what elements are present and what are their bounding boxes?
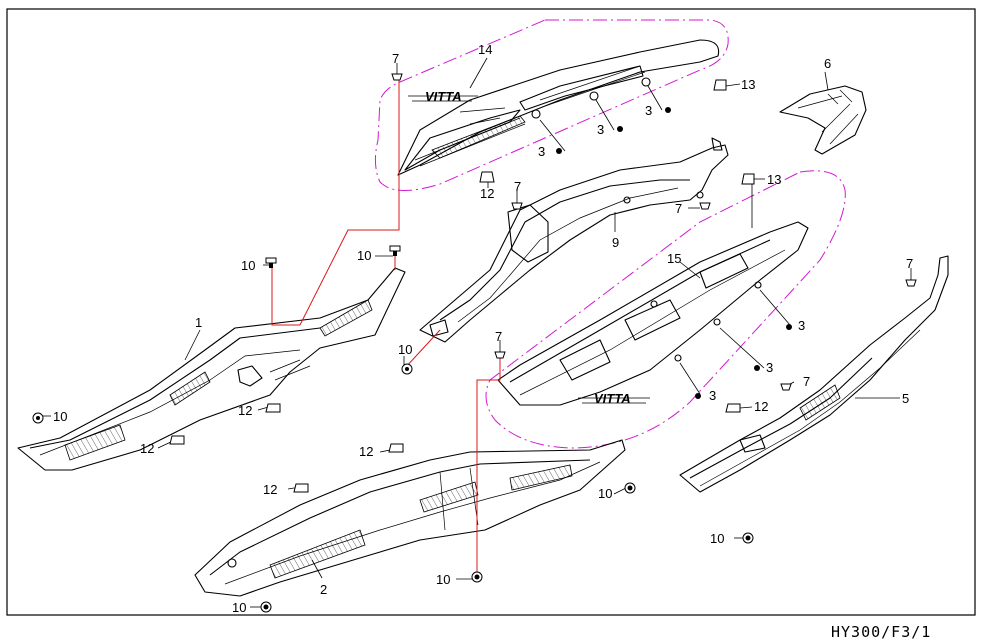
screw-10-icon: [260, 601, 272, 613]
svg-text:VITTA: VITTA: [425, 89, 462, 104]
part-2-side-cover-right: [194, 439, 626, 597]
clip-12-icon: [169, 435, 185, 445]
assembly-lines: [271, 78, 501, 572]
label-part-3: 3: [538, 144, 545, 159]
screw-10-icon: [742, 532, 754, 544]
label-part-13: 13: [767, 172, 781, 187]
label-part-2: 2: [320, 582, 327, 597]
clip-12-icon: [388, 443, 404, 453]
label-part-7: 7: [906, 256, 913, 271]
label-part-15: 15: [667, 251, 681, 266]
label-part-3: 3: [645, 103, 652, 118]
label-part-10: 10: [241, 258, 255, 273]
fasteners: [32, 73, 917, 613]
clip-7-icon: [494, 351, 506, 359]
label-part-12: 12: [263, 482, 277, 497]
label-part-3: 3: [709, 388, 716, 403]
label-part-10: 10: [436, 572, 450, 587]
screw-10-icon: [32, 412, 44, 424]
callout-labels: 14 7 13 6 3 3 3 12 7 13 7 9 15 7 10 10 1…: [53, 42, 913, 615]
group-outline-15: [485, 170, 846, 449]
clip-7-icon: [391, 73, 403, 81]
screw-3-icon: [754, 365, 760, 371]
label-part-12: 12: [140, 441, 154, 456]
screw-3-icon: [556, 148, 562, 154]
label-part-3: 3: [766, 360, 773, 375]
svg-text:VITTA: VITTA: [594, 391, 631, 406]
part-14-rear-cover: [397, 39, 720, 176]
label-part-7: 7: [495, 329, 502, 344]
label-part-7: 7: [514, 179, 521, 194]
clip-12-icon: [293, 483, 309, 493]
clip-7-icon: [699, 202, 711, 210]
clip-12-icon: [725, 403, 741, 413]
logo-upper: VITTA: [408, 89, 478, 104]
label-part-7: 7: [392, 51, 399, 66]
drawing-frame: [6, 8, 976, 616]
label-part-12: 12: [480, 186, 494, 201]
label-part-3: 3: [597, 122, 604, 137]
clip-12-icon: [265, 403, 281, 413]
label-part-10: 10: [53, 409, 67, 424]
label-part-10: 10: [232, 600, 246, 615]
label-part-12: 12: [238, 403, 252, 418]
label-part-10: 10: [398, 342, 412, 357]
screw-3-icon: [786, 324, 792, 330]
clip-7-icon: [905, 279, 917, 287]
clip-12-icon: [479, 171, 495, 183]
screw-10-icon: [389, 245, 401, 256]
screw-3-icon: [695, 393, 701, 399]
screw-10-icon: [624, 482, 636, 494]
label-part-14: 14: [478, 42, 492, 57]
part-1-side-cover-left: [17, 267, 406, 471]
screw-10-icon: [471, 571, 483, 583]
clip-7-icon: [511, 202, 523, 210]
clip-13-icon: [713, 79, 727, 91]
label-part-13: 13: [741, 77, 755, 92]
label-part-1: 1: [195, 315, 202, 330]
label-part-12: 12: [754, 399, 768, 414]
part-5-rear-rail: [679, 255, 949, 493]
label-part-3: 3: [798, 318, 805, 333]
part-15-rear-lower-cover: [497, 221, 809, 406]
clip-13-icon: [741, 173, 755, 185]
label-part-10: 10: [598, 486, 612, 501]
logo-lower: VITTA: [578, 391, 650, 406]
label-part-6: 6: [824, 56, 831, 71]
drawing-code: HY300/F3/1: [831, 623, 931, 641]
screw-3-icon: [665, 107, 671, 113]
screw-10-icon: [401, 363, 413, 375]
label-part-12: 12: [359, 444, 373, 459]
screw-3-icon: [617, 126, 623, 132]
group-outline-14: [374, 19, 729, 192]
part-9-frame-cover: [419, 137, 729, 343]
label-part-10: 10: [357, 248, 371, 263]
label-part-9: 9: [612, 235, 619, 250]
clip-7-icon: [780, 383, 792, 391]
label-part-10: 10: [710, 531, 724, 546]
screw-10-icon: [265, 257, 277, 268]
label-part-5: 5: [902, 391, 909, 406]
label-part-7: 7: [803, 374, 810, 389]
part-6-rear-cap: [779, 85, 867, 155]
label-part-7: 7: [675, 201, 682, 216]
